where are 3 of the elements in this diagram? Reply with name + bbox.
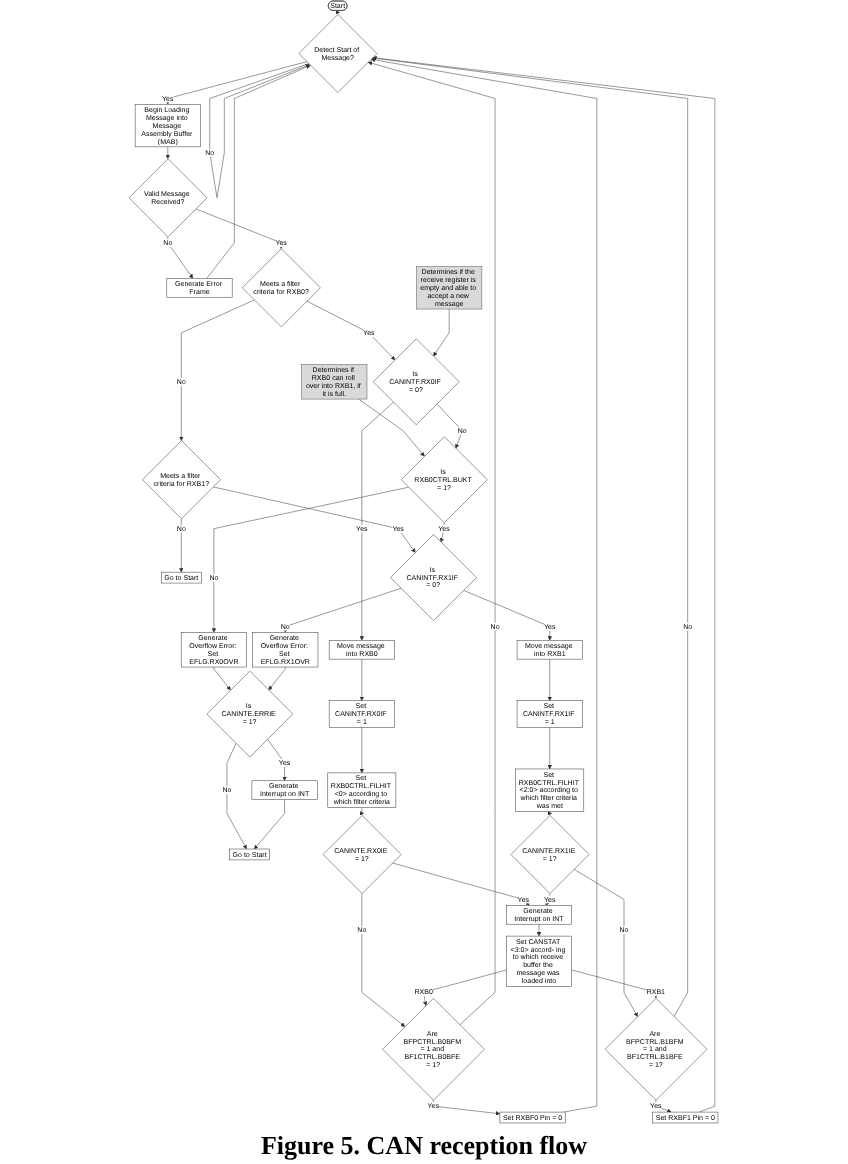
caption: Figure 5. CAN reception flow xyxy=(260,1130,588,1160)
arrow xyxy=(360,807,365,816)
arrow xyxy=(336,9,341,15)
